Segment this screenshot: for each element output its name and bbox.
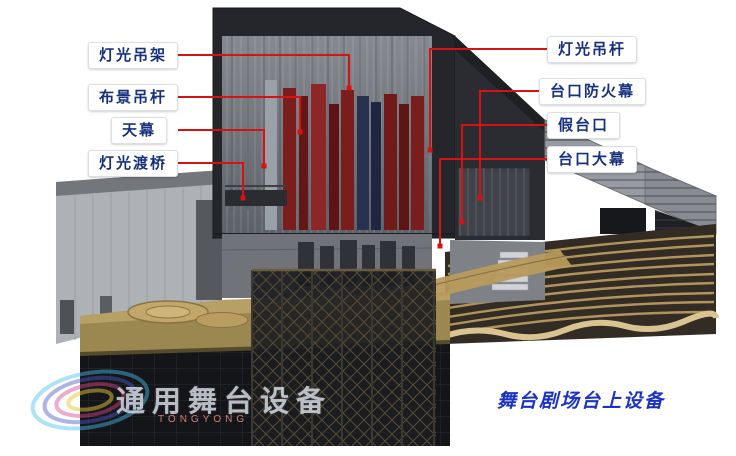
hanging-curtains xyxy=(283,84,424,230)
connector-lines xyxy=(178,48,547,244)
label-scenery-batten: 布景吊杆 xyxy=(88,84,179,111)
balcony-front-wave xyxy=(444,310,719,341)
label-fire-curtain: 台口防火幕 xyxy=(539,78,647,105)
label-cyclorama: 天幕 xyxy=(111,117,168,144)
cyclorama-drop xyxy=(265,80,277,230)
connector-endpoints xyxy=(240,85,483,249)
label-false-proscenium: 假台口 xyxy=(547,112,621,139)
lighting-bridge xyxy=(225,185,287,206)
understage-machinery xyxy=(80,268,450,446)
label-main-curtain: 台口大幕 xyxy=(547,146,638,173)
label-lighting-bridge: 灯光渡桥 xyxy=(88,150,179,177)
caption-title: 舞台剧场台上设备 xyxy=(497,390,666,412)
fly-tower xyxy=(212,7,456,239)
label-lighting-batten: 灯光吊杆 xyxy=(547,36,638,63)
proscenium-structure xyxy=(455,36,545,240)
label-lighting-hanging-truss: 灯光吊架 xyxy=(88,42,179,69)
